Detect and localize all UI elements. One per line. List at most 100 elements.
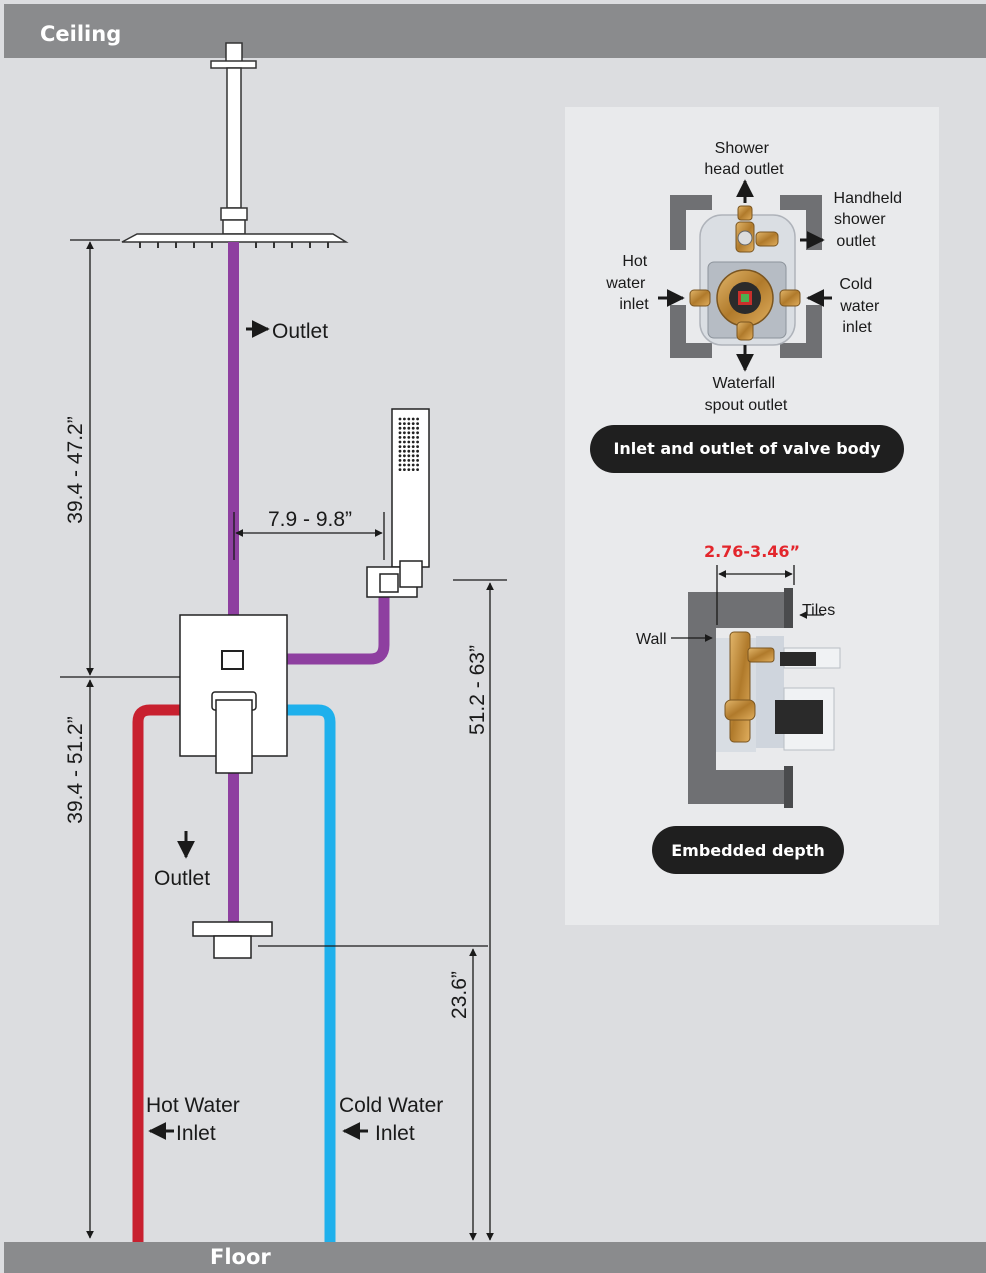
spray-nozzle bbox=[407, 454, 411, 458]
spray-nozzle bbox=[398, 431, 402, 435]
svg-text:Shower head outlet: Shower head outlet bbox=[704, 140, 784, 178]
spray-nozzle bbox=[416, 431, 419, 435]
spray-nozzle bbox=[398, 459, 402, 462]
spray-nozzle bbox=[416, 436, 419, 439]
spray-nozzle bbox=[416, 459, 419, 462]
svg-text:Handheld shower outlet: Handheld shower outlet bbox=[834, 190, 907, 250]
svg-text:Hot water inlet: Hot water inlet bbox=[605, 253, 651, 313]
head-height-dimension bbox=[60, 239, 180, 678]
depth-title: Embedded depth bbox=[671, 841, 824, 860]
spray-nozzle bbox=[403, 422, 406, 425]
spray-nozzle bbox=[403, 417, 406, 421]
spray-nozzle bbox=[416, 422, 419, 425]
spray-nozzle bbox=[411, 459, 415, 462]
spray-nozzle bbox=[403, 436, 406, 439]
hot-inlet-line3: inlet bbox=[619, 296, 649, 313]
waterfall-line1: Waterfall bbox=[713, 375, 776, 392]
spray-nozzle bbox=[403, 431, 406, 435]
ceiling-label: Ceiling bbox=[40, 22, 121, 46]
spray-nozzle bbox=[411, 468, 415, 471]
spout-outlet-pipe bbox=[228, 772, 239, 922]
spray-nozzle bbox=[416, 440, 419, 444]
hot-water-label: Hot Water bbox=[146, 1094, 240, 1117]
spray-nozzle bbox=[398, 417, 402, 421]
spray-nozzle bbox=[407, 417, 411, 421]
wall-label: Wall bbox=[636, 631, 667, 648]
shower-head-outlet-line1: Shower bbox=[715, 140, 770, 157]
spray-nozzle bbox=[416, 445, 419, 448]
embedded-depth-figure bbox=[688, 588, 841, 808]
waterfall-line2: spout outlet bbox=[705, 397, 788, 414]
spray-nozzle bbox=[411, 449, 415, 453]
spray-nozzle bbox=[411, 426, 415, 430]
spray-nozzle bbox=[416, 449, 419, 453]
holder-offset-label: 7.9 - 9.8” bbox=[268, 508, 352, 531]
spray-nozzle bbox=[416, 454, 419, 458]
handheld-outlet-line2: shower bbox=[834, 211, 886, 228]
embedded-depth-value: 2.76-3.46” bbox=[704, 542, 800, 561]
hot-water-pipe bbox=[132, 704, 180, 1242]
svg-text:Cold water inlet: Cold water inlet bbox=[839, 276, 884, 336]
spray-nozzle bbox=[403, 445, 406, 448]
spray-nozzle bbox=[407, 440, 411, 444]
spray-nozzle bbox=[403, 449, 406, 453]
spray-nozzle bbox=[407, 463, 411, 467]
head-height-label: 39.4 - 47.2” bbox=[64, 416, 87, 523]
spray-nozzle bbox=[411, 454, 415, 458]
spray-nozzle bbox=[398, 463, 402, 467]
spray-nozzle bbox=[416, 417, 419, 421]
handheld-outlet-line3: outlet bbox=[836, 233, 876, 250]
spray-nozzle bbox=[398, 454, 402, 458]
valve-height-label: 39.4 - 51.2” bbox=[64, 716, 87, 823]
cold-inlet-line3: inlet bbox=[842, 319, 872, 336]
spray-nozzle bbox=[398, 422, 402, 425]
cold-inlet-line2: water bbox=[839, 298, 880, 315]
spray-nozzle bbox=[407, 449, 411, 453]
tiles-label: Tiles bbox=[802, 602, 835, 619]
spray-nozzle bbox=[403, 459, 406, 462]
shower-head-outlet-pipe bbox=[228, 242, 239, 615]
spray-nozzle bbox=[398, 436, 402, 439]
svg-text:Waterfall spout outlet: Waterfall spout outlet bbox=[705, 375, 788, 414]
cold-water-label: Cold Water bbox=[339, 1094, 443, 1117]
spray-nozzle bbox=[411, 417, 415, 421]
handheld-outlet-pipe bbox=[286, 595, 390, 665]
outlet-top-label: Outlet bbox=[272, 320, 328, 343]
cold-water-inlet-label: Inlet bbox=[375, 1122, 415, 1145]
spray-nozzle bbox=[403, 454, 406, 458]
depth-title-pill bbox=[652, 826, 844, 874]
spray-nozzle bbox=[398, 468, 402, 471]
shower-head-outlet-line2: head outlet bbox=[704, 161, 784, 178]
spray-nozzle bbox=[403, 440, 406, 444]
spout-height-dimension bbox=[258, 945, 488, 1241]
handheld-outlet-line1: Handheld bbox=[834, 190, 903, 207]
spray-nozzle bbox=[411, 440, 415, 444]
spray-nozzle bbox=[411, 445, 415, 448]
spray-nozzle bbox=[407, 468, 411, 471]
spray-nozzle bbox=[403, 426, 406, 430]
spray-nozzle bbox=[416, 463, 419, 467]
spray-nozzle bbox=[398, 440, 402, 444]
ceiling-bar bbox=[4, 4, 986, 58]
spray-nozzle bbox=[416, 426, 419, 430]
floor-bar bbox=[4, 1242, 986, 1273]
handheld-shower bbox=[366, 408, 430, 598]
waterfall-spout bbox=[192, 921, 273, 959]
spout-height-label: 23.6” bbox=[448, 971, 471, 1019]
spray-nozzle bbox=[398, 426, 402, 430]
rain-shower-head bbox=[121, 42, 349, 248]
hot-water-inlet-label: Inlet bbox=[176, 1122, 216, 1145]
holder-height-dimension bbox=[453, 579, 507, 1241]
spray-nozzle bbox=[411, 422, 415, 425]
valve-trim-plate bbox=[179, 614, 288, 774]
spray-nozzle bbox=[407, 422, 411, 425]
cold-water-pipe bbox=[287, 704, 336, 1242]
holder-offset-dimension bbox=[233, 512, 385, 560]
embedded-depth-dimension bbox=[671, 565, 824, 642]
spray-nozzle bbox=[407, 431, 411, 435]
valve-title-pill bbox=[590, 425, 904, 473]
spray-nozzle bbox=[411, 436, 415, 439]
spray-nozzle bbox=[407, 445, 411, 448]
spray-nozzle bbox=[407, 436, 411, 439]
